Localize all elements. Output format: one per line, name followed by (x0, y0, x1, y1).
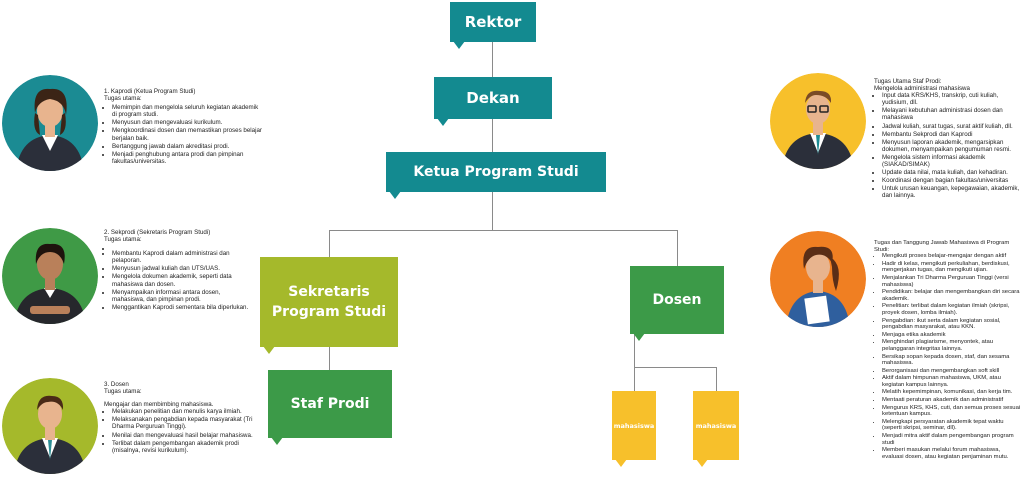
list-item: Menyusun jadwal kuliah dan UTS/UAS. (112, 265, 252, 272)
list-item (112, 245, 252, 249)
list-item: Membantu Kaprodi dalam administrasi dan … (112, 250, 252, 264)
list-item: Menggantikan Kaprodi sementara bila dipe… (112, 304, 252, 311)
avatar-staf (770, 73, 866, 169)
list-item: Hadir di kelas, mengikuti perkuliahan, b… (882, 261, 1022, 274)
avatar-dosen (2, 378, 98, 474)
panel-dosen-subtitle: Tugas utama: (104, 388, 142, 396)
connector-mahasiswa-1 (634, 367, 635, 391)
list-item: Menjalankan Tri Dharma Perguruan Tinggi … (882, 275, 1022, 288)
panel-mahasiswa-title: Tugas dan Tanggung Jawab Mahasiswa di Pr… (874, 240, 1010, 253)
panel-sekprodi-subtitle: Tugas utama: (104, 236, 142, 244)
list-item: Melaksanakan pengabdian kepada masyaraka… (112, 416, 254, 430)
list-item: Menghindari plagiarisme, menyontek, atau… (882, 339, 1022, 352)
list-item: Memberi masukan melalui forum mahasiswa,… (882, 447, 1022, 460)
box-sekprodi-label: Sekretaris Program Studi (271, 284, 387, 320)
list-item: Menjaga etika akademik (882, 332, 1022, 339)
list-item: Bertanggung jawab dalam akreditasi prodi… (112, 143, 264, 150)
panel-staf-title: Tugas Utama Staf Prodi: (874, 78, 942, 85)
box-mahasiswa-1: mahasiswa (612, 391, 656, 467)
box-dekan-label: Dekan (466, 89, 520, 107)
list-item: Melengkapi persyaratan akademik tepat wa… (882, 419, 1022, 432)
list-item: Menjadi penghubung antara prodi dan pimp… (112, 151, 264, 165)
panel-sekprodi-list: Membantu Kaprodi dalam administrasi dan … (104, 245, 252, 311)
panel-dosen-title: 3. Dosen (104, 381, 129, 388)
box-mahasiswa-1-label: mahasiswa (613, 421, 655, 430)
woman-avatar-icon (2, 75, 98, 171)
woman-avatar-icon (2, 228, 98, 324)
connector-rektor-down (492, 40, 493, 230)
list-item: Memimpin dan mengelola seluruh kegiatan … (112, 104, 264, 118)
list-item: Update data nilai, mata kuliah, dan keha… (882, 169, 1022, 176)
avatar-sekprodi (2, 228, 98, 324)
student-avatar-icon (770, 231, 866, 327)
panel-kaprodi: 1. Kaprodi (Ketua Program Studi) Tugas u… (104, 88, 264, 166)
list-item: Melatih kepemimpinan, komunikasi, dan ke… (882, 389, 1022, 396)
list-item: Mengelola sistem informasi akademik (SIA… (882, 154, 1022, 168)
list-item: Koordinasi dengan bagian fakultas/univer… (882, 177, 1022, 184)
panel-kaprodi-subtitle: Tugas utama: (104, 95, 142, 103)
man-avatar-icon (2, 378, 98, 474)
list-item: Mentaati peraturan akademik dan administ… (882, 397, 1022, 404)
list-item: Mengikuti proses belajar-mengajar dengan… (882, 253, 1022, 260)
list-item: Bersikap sopan kepada dosen, staf, dan s… (882, 354, 1022, 367)
panel-kaprodi-title: 1. Kaprodi (Ketua Program Studi) (104, 88, 196, 95)
panel-dosen: 3. Dosen Tugas utama: Mengajar dan membi… (104, 381, 254, 455)
box-staf: Staf Prodi (268, 370, 392, 445)
list-item: Mengelola dokumen akademik, seperti data… (112, 273, 252, 287)
list-item: Jadwal kuliah, surat tugas, surat aktif … (882, 123, 1022, 130)
list-item: Terlibat dalam pengembangan akademik pro… (112, 440, 254, 454)
panel-mahasiswa: Tugas dan Tanggung Jawab Mahasiswa di Pr… (874, 240, 1022, 461)
panel-kaprodi-list: Memimpin dan mengelola seluruh kegiatan … (104, 104, 264, 165)
avatar-mahasiswa (770, 231, 866, 327)
box-mahasiswa-2-label: mahasiswa (695, 421, 737, 430)
connector-horizontal (329, 230, 678, 231)
list-item: Input data KRS/KHS, transkrip, cuti kuli… (882, 92, 1022, 106)
panel-staf-subtitle: Mengelola administrasi mahasiswa (874, 85, 970, 93)
list-item: Menyampaikan informasi antara dosen, mah… (112, 289, 252, 303)
box-mahasiswa-2: mahasiswa (693, 391, 739, 467)
panel-dosen-list: Melakukan penelitian dan menulis karya i… (104, 408, 254, 454)
box-dosen: Dosen (630, 266, 724, 341)
list-item: Mengurus KRS, KHS, cuti, dan semua prose… (882, 405, 1022, 418)
box-kaprodi-label: Ketua Program Studi (413, 164, 579, 180)
connector-sekprodi-staf (329, 346, 330, 370)
list-item: Mengkoordinasi dosen dan memastikan pros… (112, 127, 264, 141)
connector-dosen-down (634, 333, 635, 368)
box-kaprodi: Ketua Program Studi (386, 152, 606, 199)
box-rektor: Rektor (450, 2, 536, 49)
list-item: Menyusun dan mengevaluasi kurikulum. (112, 119, 264, 126)
panel-sekprodi: 2. Sekprodi (Sekretaris Program Studi) T… (104, 229, 252, 312)
list-item: Pendidikan: belajar dan mengembangkan di… (882, 289, 1022, 302)
list-item: Menjadi mitra aktif dalam pengembangan p… (882, 433, 1022, 446)
connector-to-dosen (677, 230, 678, 266)
panel-dosen-intro: Mengajar dan membimbing mahasiswa. (104, 401, 214, 409)
panel-staf: Tugas Utama Staf Prodi: Mengelola admini… (874, 78, 1022, 201)
list-item: Berorganisasi dan mengembangkan soft ski… (882, 368, 1022, 375)
list-item: Menyusun laporan akademik, mengarsipkan … (882, 139, 1022, 153)
avatar-kaprodi (2, 75, 98, 171)
connector-dosen-horizontal (634, 367, 716, 368)
connector-mahasiswa-2 (716, 367, 717, 391)
panel-mahasiswa-list: Mengikuti proses belajar-mengajar dengan… (874, 253, 1022, 460)
list-item: Membantu Sekprodi dan Kaprodi (882, 131, 1022, 138)
list-item: Melayani kebutuhan administrasi dosen da… (882, 107, 1022, 121)
man-glasses-avatar-icon (770, 73, 866, 169)
list-item: Penelitian: terlibat dalam kegiatan ilmi… (882, 303, 1022, 316)
list-item: Melakukan penelitian dan menulis karya i… (112, 408, 254, 415)
connector-to-sekprodi (329, 230, 330, 258)
panel-sekprodi-title: 2. Sekprodi (Sekretaris Program Studi) (104, 229, 211, 236)
box-rektor-label: Rektor (464, 13, 522, 31)
list-item: Pengabdian: ikut serta dalam kegiatan so… (882, 318, 1022, 331)
list-item: Menilai dan mengevaluasi hasil belajar m… (112, 432, 254, 439)
panel-staf-list: Input data KRS/KHS, transkrip, cuti kuli… (874, 92, 1022, 199)
list-item: Untuk urusan keuangan, kepegawaian, akad… (882, 185, 1022, 199)
box-staf-label: Staf Prodi (290, 396, 370, 412)
box-sekprodi: Sekretaris Program Studi (260, 257, 398, 354)
box-dekan: Dekan (434, 77, 552, 126)
box-dosen-label: Dosen (652, 292, 702, 308)
list-item: Aktif dalam himpunan mahasiswa, UKM, ata… (882, 375, 1022, 388)
